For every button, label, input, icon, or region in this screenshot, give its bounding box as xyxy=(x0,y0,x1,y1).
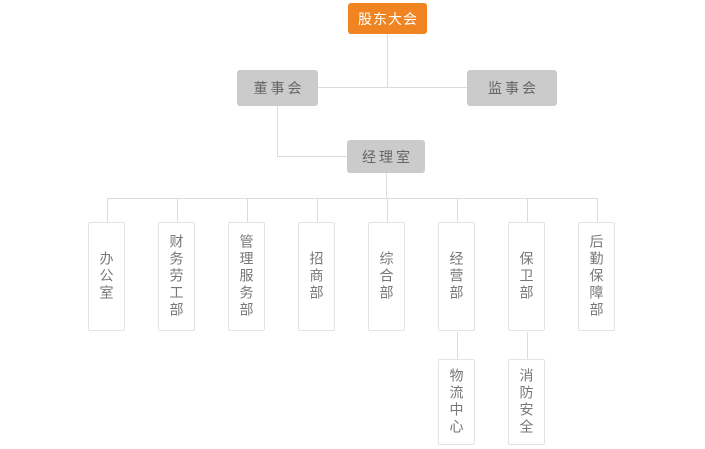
connector-line xyxy=(277,106,278,156)
connector-line xyxy=(387,34,388,88)
connector-line xyxy=(527,198,528,222)
connector-line xyxy=(317,198,318,222)
node-shareholders-meeting: 股东大会 xyxy=(348,3,427,34)
connector-line xyxy=(277,156,347,157)
node-logistics-support-dept: 后勤保障部 xyxy=(578,222,615,331)
node-management-service-dept: 管理服务部 xyxy=(228,222,265,331)
node-operations-dept: 经营部 xyxy=(438,222,475,331)
node-label: 物流中心 xyxy=(448,368,465,436)
connector-line xyxy=(177,198,178,222)
connector-line xyxy=(527,332,528,359)
node-label: 经营部 xyxy=(448,251,465,302)
connector-line xyxy=(597,198,598,222)
connector-line xyxy=(107,198,108,222)
node-label: 管理服务部 xyxy=(238,234,255,319)
node-label: 综合部 xyxy=(378,251,395,302)
node-board-of-directors: 董事会 xyxy=(237,70,318,106)
node-label: 保卫部 xyxy=(518,251,535,302)
node-label: 消防安全 xyxy=(518,368,535,436)
node-general-affairs-dept: 综合部 xyxy=(368,222,405,331)
node-label: 财务劳工部 xyxy=(168,234,185,319)
connector-line xyxy=(107,198,598,199)
node-label: 后勤保障部 xyxy=(588,234,605,319)
node-investment-promotion-dept: 招商部 xyxy=(298,222,335,331)
node-finance-labor-dept: 财务劳工部 xyxy=(158,222,195,331)
connector-line xyxy=(318,87,467,88)
node-general-office: 办公室 xyxy=(88,222,125,331)
node-fire-safety: 消防安全 xyxy=(508,359,545,445)
node-logistics-center: 物流中心 xyxy=(438,359,475,445)
node-supervisory-board: 监事会 xyxy=(467,70,557,106)
connector-line xyxy=(386,173,387,198)
connector-line xyxy=(457,332,458,359)
node-label: 办公室 xyxy=(98,251,115,302)
connector-line xyxy=(247,198,248,222)
node-manager-office: 经理室 xyxy=(347,140,425,173)
node-label: 招商部 xyxy=(308,251,325,302)
node-security-dept: 保卫部 xyxy=(508,222,545,331)
connector-line xyxy=(387,198,388,222)
connector-line xyxy=(457,198,458,222)
